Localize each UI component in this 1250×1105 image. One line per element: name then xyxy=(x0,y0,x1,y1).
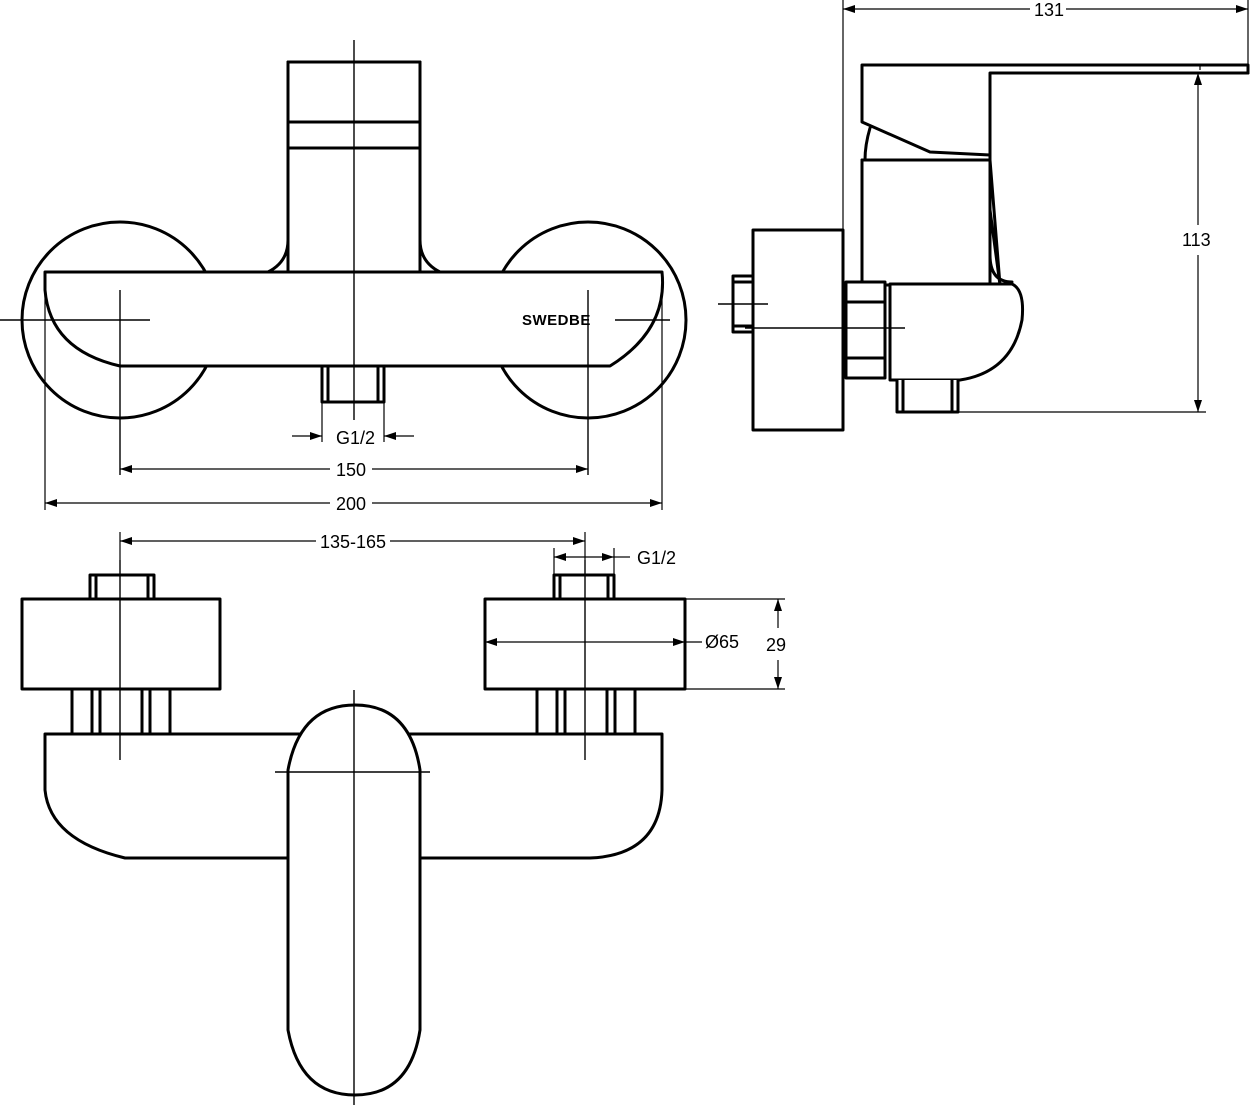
dim-depth: 131 xyxy=(1034,0,1064,20)
brand-label: SWEDBE xyxy=(522,312,591,329)
left-escutcheon xyxy=(20,597,222,691)
dim-escutcheon-height: 29 xyxy=(766,635,786,655)
left-hex-nut xyxy=(70,687,172,736)
dim-bottom-thread: G1/2 xyxy=(637,548,676,568)
outlet-nipple xyxy=(320,364,386,404)
dim-escutcheon-diameter: Ø65 xyxy=(705,632,739,652)
right-inlet-nipple xyxy=(552,573,616,601)
side-outlet xyxy=(895,380,960,414)
side-lever xyxy=(860,63,1250,157)
side-view: 131 113 xyxy=(718,0,1250,432)
front-lever-handle xyxy=(286,60,427,275)
side-hex-nut xyxy=(844,280,887,380)
side-spout xyxy=(888,282,1024,382)
side-body xyxy=(860,158,1002,287)
side-body-outline xyxy=(860,158,1014,286)
left-inlet-nipple xyxy=(88,573,156,601)
front-view: SWEDBE G1/2 150 200 xyxy=(0,40,688,514)
dim-outlet-thread: G1/2 xyxy=(336,428,375,448)
dim-height: 113 xyxy=(1182,230,1211,250)
side-lever-tip xyxy=(1196,64,1250,75)
right-hex-nut xyxy=(535,687,637,736)
bottom-view: 135-165 G1/2 xyxy=(20,532,786,1105)
side-cartridge xyxy=(863,126,992,162)
dim-width: 200 xyxy=(336,494,366,514)
side-rosette xyxy=(751,228,845,432)
dim-centers: 150 xyxy=(336,460,366,480)
dim-center-range: 135-165 xyxy=(320,532,386,552)
